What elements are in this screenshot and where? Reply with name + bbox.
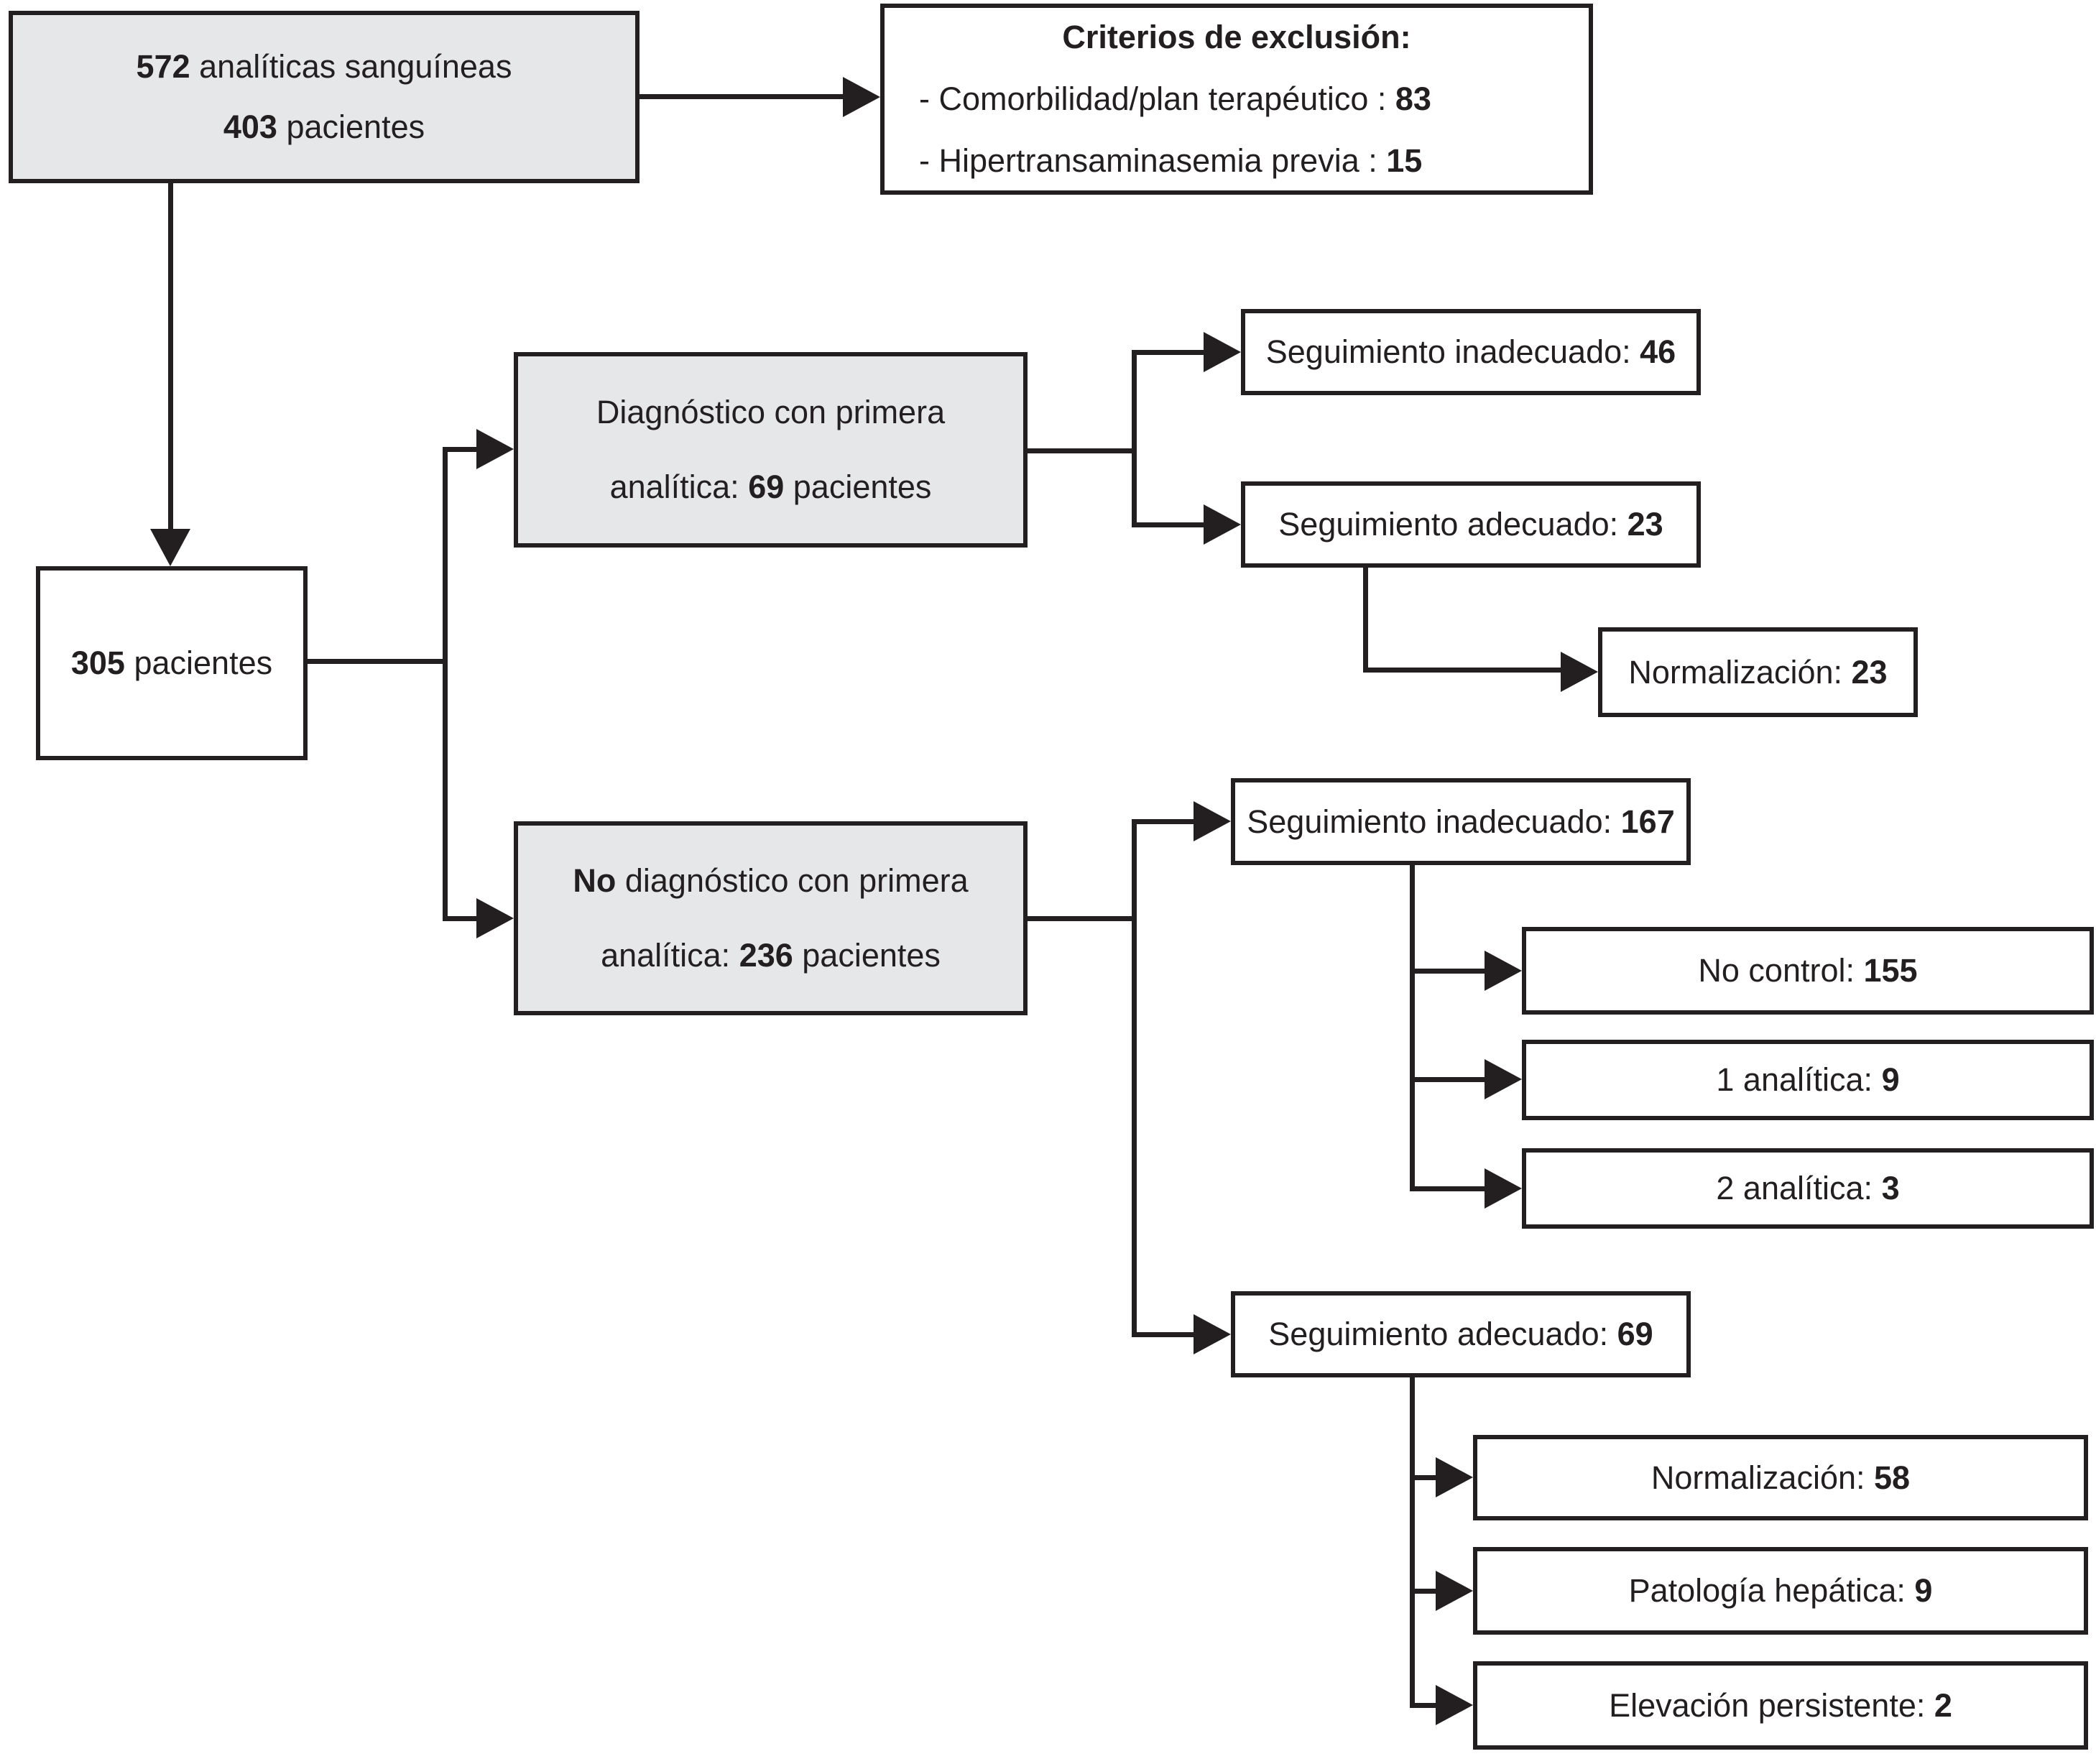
- connector-to-no-control: [1410, 969, 1490, 974]
- node-patologia-hepatica-9: Patología hepática: 9: [1473, 1547, 2088, 1635]
- arrowhead-right-icon: [1194, 801, 1231, 841]
- arrowhead-right-icon: [1194, 1314, 1231, 1354]
- connector-to-normalizacion-58: [1410, 1475, 1441, 1480]
- connector-no-diag-branch-vertical: [1132, 819, 1137, 1335]
- arrowhead-right-icon: [1204, 504, 1241, 545]
- connector-included-stub: [308, 659, 447, 664]
- node-305-pacientes: 305 pacientes: [36, 566, 308, 760]
- connector-total-to-included: [168, 182, 173, 535]
- connector-branch-to-diag: [443, 447, 481, 452]
- node-criterios-exclusion: Criterios de exclusión: - Comorbilidad/p…: [880, 4, 1593, 195]
- connector-to-seg-inadecuado-167: [1132, 819, 1199, 824]
- node-text-line: 572 analíticas sanguíneas: [136, 48, 512, 86]
- connector-to-2-analitica: [1410, 1186, 1490, 1191]
- node-text-line: 1 analítica: 9: [1716, 1061, 1900, 1099]
- node-text-line: 2 analítica: 3: [1716, 1170, 1900, 1207]
- node-text-line: No diagnóstico con primera: [573, 862, 969, 900]
- node-text-line: Seguimiento inadecuado: 46: [1265, 333, 1676, 371]
- node-text-line: Seguimiento adecuado: 69: [1268, 1316, 1653, 1353]
- connector-to-seg-adecuado-23: [1132, 522, 1209, 527]
- node-text-line: 305 pacientes: [70, 645, 273, 682]
- connector-no-diag-stub: [1028, 916, 1136, 921]
- exclusion-item: - Hipertransaminasemia previa : 15: [919, 142, 1423, 179]
- arrowhead-right-icon: [1204, 332, 1241, 372]
- connector-to-elevacion-persistente: [1410, 1703, 1441, 1708]
- arrowhead-right-icon: [1436, 1685, 1473, 1725]
- node-text-line: analítica: 69 pacientes: [609, 468, 932, 505]
- node-normalizacion-58: Normalización: 58: [1473, 1435, 2088, 1520]
- connector-seg69-down: [1410, 1377, 1415, 1708]
- node-seguimiento-adecuado-69: Seguimiento adecuado: 69: [1231, 1291, 1691, 1377]
- connector-seg167-down: [1410, 865, 1415, 1191]
- connector-total-to-exclusion: [640, 94, 848, 99]
- arrowhead-right-icon: [1485, 1059, 1522, 1099]
- connector-to-normalizacion-23: [1363, 668, 1566, 673]
- connector-to-seg-inadecuado-46: [1132, 350, 1209, 355]
- node-seguimiento-inadecuado-167: Seguimiento inadecuado: 167: [1231, 778, 1691, 865]
- node-text-line: analítica: 236 pacientes: [601, 937, 941, 974]
- arrowhead-down-icon: [150, 529, 190, 566]
- arrowhead-right-icon: [1436, 1457, 1473, 1497]
- node-2-analitica-3: 2 analítica: 3: [1522, 1148, 2094, 1229]
- connector-seg23-down: [1363, 568, 1368, 673]
- node-elevacion-persistente-2: Elevación persistente: 2: [1473, 1661, 2088, 1750]
- node-1-analitica-9: 1 analítica: 9: [1522, 1040, 2094, 1120]
- node-text-line: Diagnóstico con primera: [596, 394, 946, 431]
- exclusion-title: Criterios de exclusión:: [1062, 19, 1411, 56]
- node-seguimiento-inadecuado-46: Seguimiento inadecuado: 46: [1241, 309, 1701, 395]
- connector-to-seg-adecuado-69: [1132, 1332, 1199, 1337]
- node-text-line: Elevación persistente: 2: [1609, 1686, 1952, 1724]
- arrowhead-right-icon: [1485, 1168, 1522, 1209]
- node-no-diagnostico-primera-analitica: No diagnóstico con primera analítica: 23…: [514, 821, 1028, 1015]
- arrowhead-right-icon: [1436, 1571, 1473, 1611]
- connector-diag-branch-vertical: [1132, 350, 1137, 527]
- arrowhead-right-icon: [1561, 652, 1598, 692]
- node-text-line: Patología hepática: 9: [1628, 1572, 1933, 1610]
- arrowhead-right-icon: [1485, 951, 1522, 991]
- node-normalizacion-23: Normalización: 23: [1598, 627, 1918, 717]
- arrowhead-right-icon: [476, 429, 514, 469]
- connector-diag-stub: [1028, 448, 1136, 453]
- node-text-line: Seguimiento inadecuado: 167: [1247, 803, 1675, 840]
- connector-to-1-analitica: [1410, 1077, 1490, 1082]
- connector-branch-to-no-diag: [443, 916, 481, 921]
- connector-included-branch-vertical: [443, 447, 448, 921]
- arrowhead-right-icon: [843, 77, 880, 117]
- node-text-line: No control: 155: [1698, 952, 1918, 989]
- exclusion-item: - Comorbilidad/plan terapéutico : 83: [919, 80, 1431, 118]
- connector-to-patologia-hepatica: [1410, 1589, 1441, 1594]
- node-diagnostico-primera-analitica: Diagnóstico con primera analítica: 69 pa…: [514, 352, 1028, 548]
- arrowhead-right-icon: [476, 898, 514, 938]
- node-no-control-155: No control: 155: [1522, 927, 2094, 1015]
- node-text-line: 403 pacientes: [223, 108, 425, 145]
- node-seguimiento-adecuado-23: Seguimiento adecuado: 23: [1241, 481, 1701, 568]
- node-text-line: Normalización: 58: [1651, 1459, 1911, 1496]
- node-text-line: Normalización: 23: [1628, 653, 1888, 691]
- node-total-analyticas: 572 analíticas sanguíneas 403 pacientes: [9, 11, 640, 183]
- node-text-line: Seguimiento adecuado: 23: [1278, 506, 1663, 543]
